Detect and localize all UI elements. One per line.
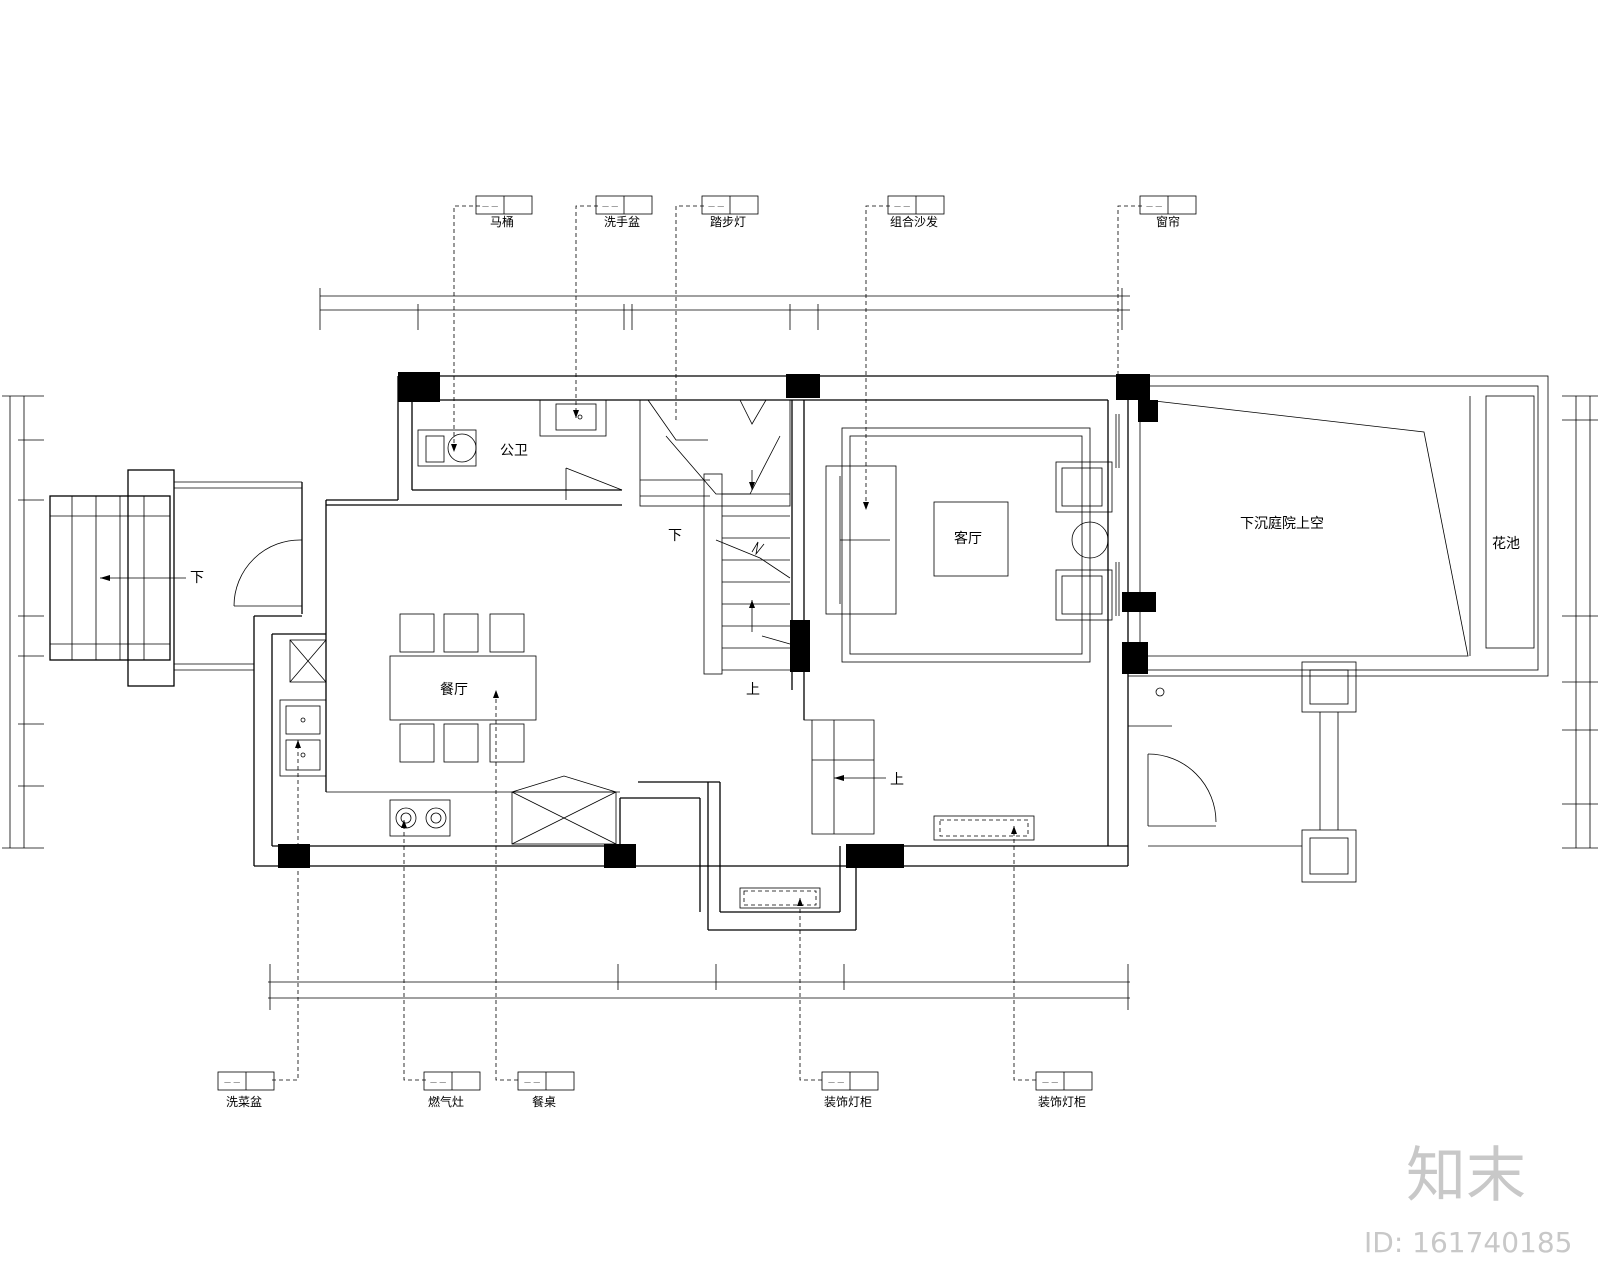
tag-wash-basin: 洗手盆 <box>604 215 640 229</box>
column <box>1122 642 1148 674</box>
top-tag-box: — — <box>1139 195 1197 215</box>
wc-label: 公卫 <box>500 443 528 459</box>
column <box>790 620 810 672</box>
living-label: 客厅 <box>954 530 982 547</box>
stair-down-label: 下 <box>668 528 682 544</box>
column <box>1122 592 1156 612</box>
lower-steps <box>803 690 886 835</box>
watermark-logo: 知末 <box>1406 1141 1526 1211</box>
tag-box-text: — — <box>828 1078 844 1086</box>
top-tag-box: — — <box>701 195 759 215</box>
dining-table-set <box>389 613 537 763</box>
tag-gas-stove: 燃气灶 <box>428 1094 464 1109</box>
kitchen-fixtures <box>271 639 620 846</box>
column <box>846 844 904 868</box>
tag-sofa-set: 组合沙发 <box>890 214 938 229</box>
column <box>604 844 636 868</box>
tag-box-text: — — <box>1146 202 1162 210</box>
structural-columns <box>278 372 1158 868</box>
column <box>398 372 440 402</box>
tag-box-text: — — <box>224 1078 240 1086</box>
stair-down-left-label: 下 <box>190 570 204 586</box>
side-dimension-lines <box>2 395 1598 849</box>
tag-box-text: — — <box>482 202 498 210</box>
bottom-leader-lines <box>272 690 1036 1081</box>
column <box>786 374 820 398</box>
bottom-tag-box: — — <box>217 1071 275 1091</box>
watermark-id: ID: 161740185 <box>1364 1226 1572 1259</box>
tag-curtain: 窗帘 <box>1156 214 1180 229</box>
bottom-tag-box: — — <box>423 1071 481 1091</box>
planter-label: 花池 <box>1492 536 1520 552</box>
wc-room <box>417 399 623 500</box>
exterior-walls <box>253 375 1129 931</box>
tag-dining-table: 餐桌 <box>532 1094 556 1109</box>
stair-up-lower-label: 上 <box>890 772 904 788</box>
sunken-courtyard-label: 下沉庭院上空 <box>1240 515 1324 532</box>
column <box>278 844 310 868</box>
right-porch <box>1128 661 1357 883</box>
staircase <box>639 399 791 675</box>
tag-box-text: — — <box>430 1078 446 1086</box>
bottom-dimension-line <box>268 964 1130 1010</box>
bottom-tag-box: — — <box>821 1071 879 1091</box>
stair-up-label: 上 <box>746 682 760 698</box>
tag-step-light: 踏步灯 <box>710 215 746 229</box>
tag-box-text: — — <box>1042 1078 1058 1086</box>
top-leader-lines <box>451 205 1142 510</box>
column <box>1116 374 1150 400</box>
tag-box-text: — — <box>708 202 724 210</box>
tag-box-text: — — <box>894 202 910 210</box>
tag-decor-cabinet-2: 装饰灯柜 <box>1038 1095 1086 1109</box>
column <box>1138 400 1158 422</box>
tag-box-text: — — <box>602 202 618 210</box>
tag-box-text: — — <box>524 1078 540 1086</box>
curtain-track <box>1115 414 1120 616</box>
top-tag-box: — — <box>595 195 653 215</box>
living-furniture <box>739 427 1113 909</box>
sunken-courtyard <box>1127 375 1549 677</box>
bottom-tag-box: — — <box>1035 1071 1093 1091</box>
top-tag-box: — — <box>887 195 945 215</box>
tag-decor-cabinet-1: 装饰灯柜 <box>824 1095 872 1109</box>
entry-door <box>233 539 303 607</box>
bottom-tag-box: — — <box>517 1071 575 1091</box>
tag-toilet: 马桶 <box>490 214 514 229</box>
tag-vegetable-sink: 洗菜盆 <box>226 1095 262 1109</box>
top-dimension-line <box>319 288 1130 330</box>
dining-label: 餐厅 <box>440 682 468 698</box>
top-tag-box: — — <box>475 195 533 215</box>
entry-steps <box>49 469 302 687</box>
